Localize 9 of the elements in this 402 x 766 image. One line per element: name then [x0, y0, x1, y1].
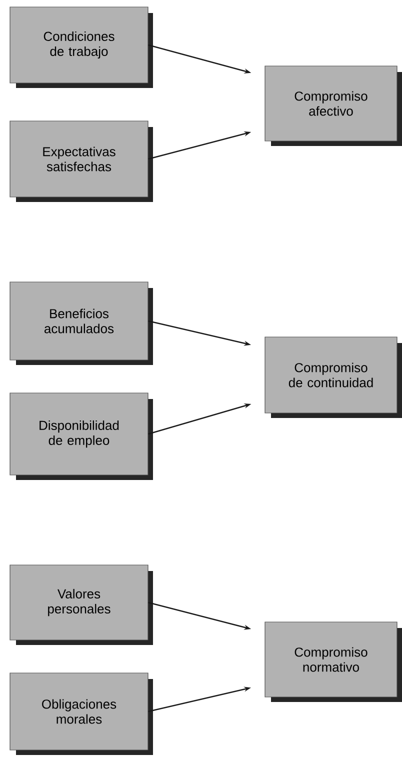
concept-box: Compromiso afectivo	[264, 66, 402, 146]
factor-box: Obligaciones morales	[10, 672, 153, 755]
factor-box: Disponibilidad de empleo	[10, 392, 153, 480]
factor-box: Condiciones de trabajo	[10, 6, 153, 88]
factor-box: Beneficios acumulados	[10, 282, 153, 365]
factor-box: Valores personales	[10, 564, 153, 645]
factor-box: Expectativas satisfechas	[10, 120, 153, 202]
concept-box: Compromiso normativo	[264, 622, 402, 702]
concept-box: Compromiso de continuidad	[264, 336, 402, 418]
